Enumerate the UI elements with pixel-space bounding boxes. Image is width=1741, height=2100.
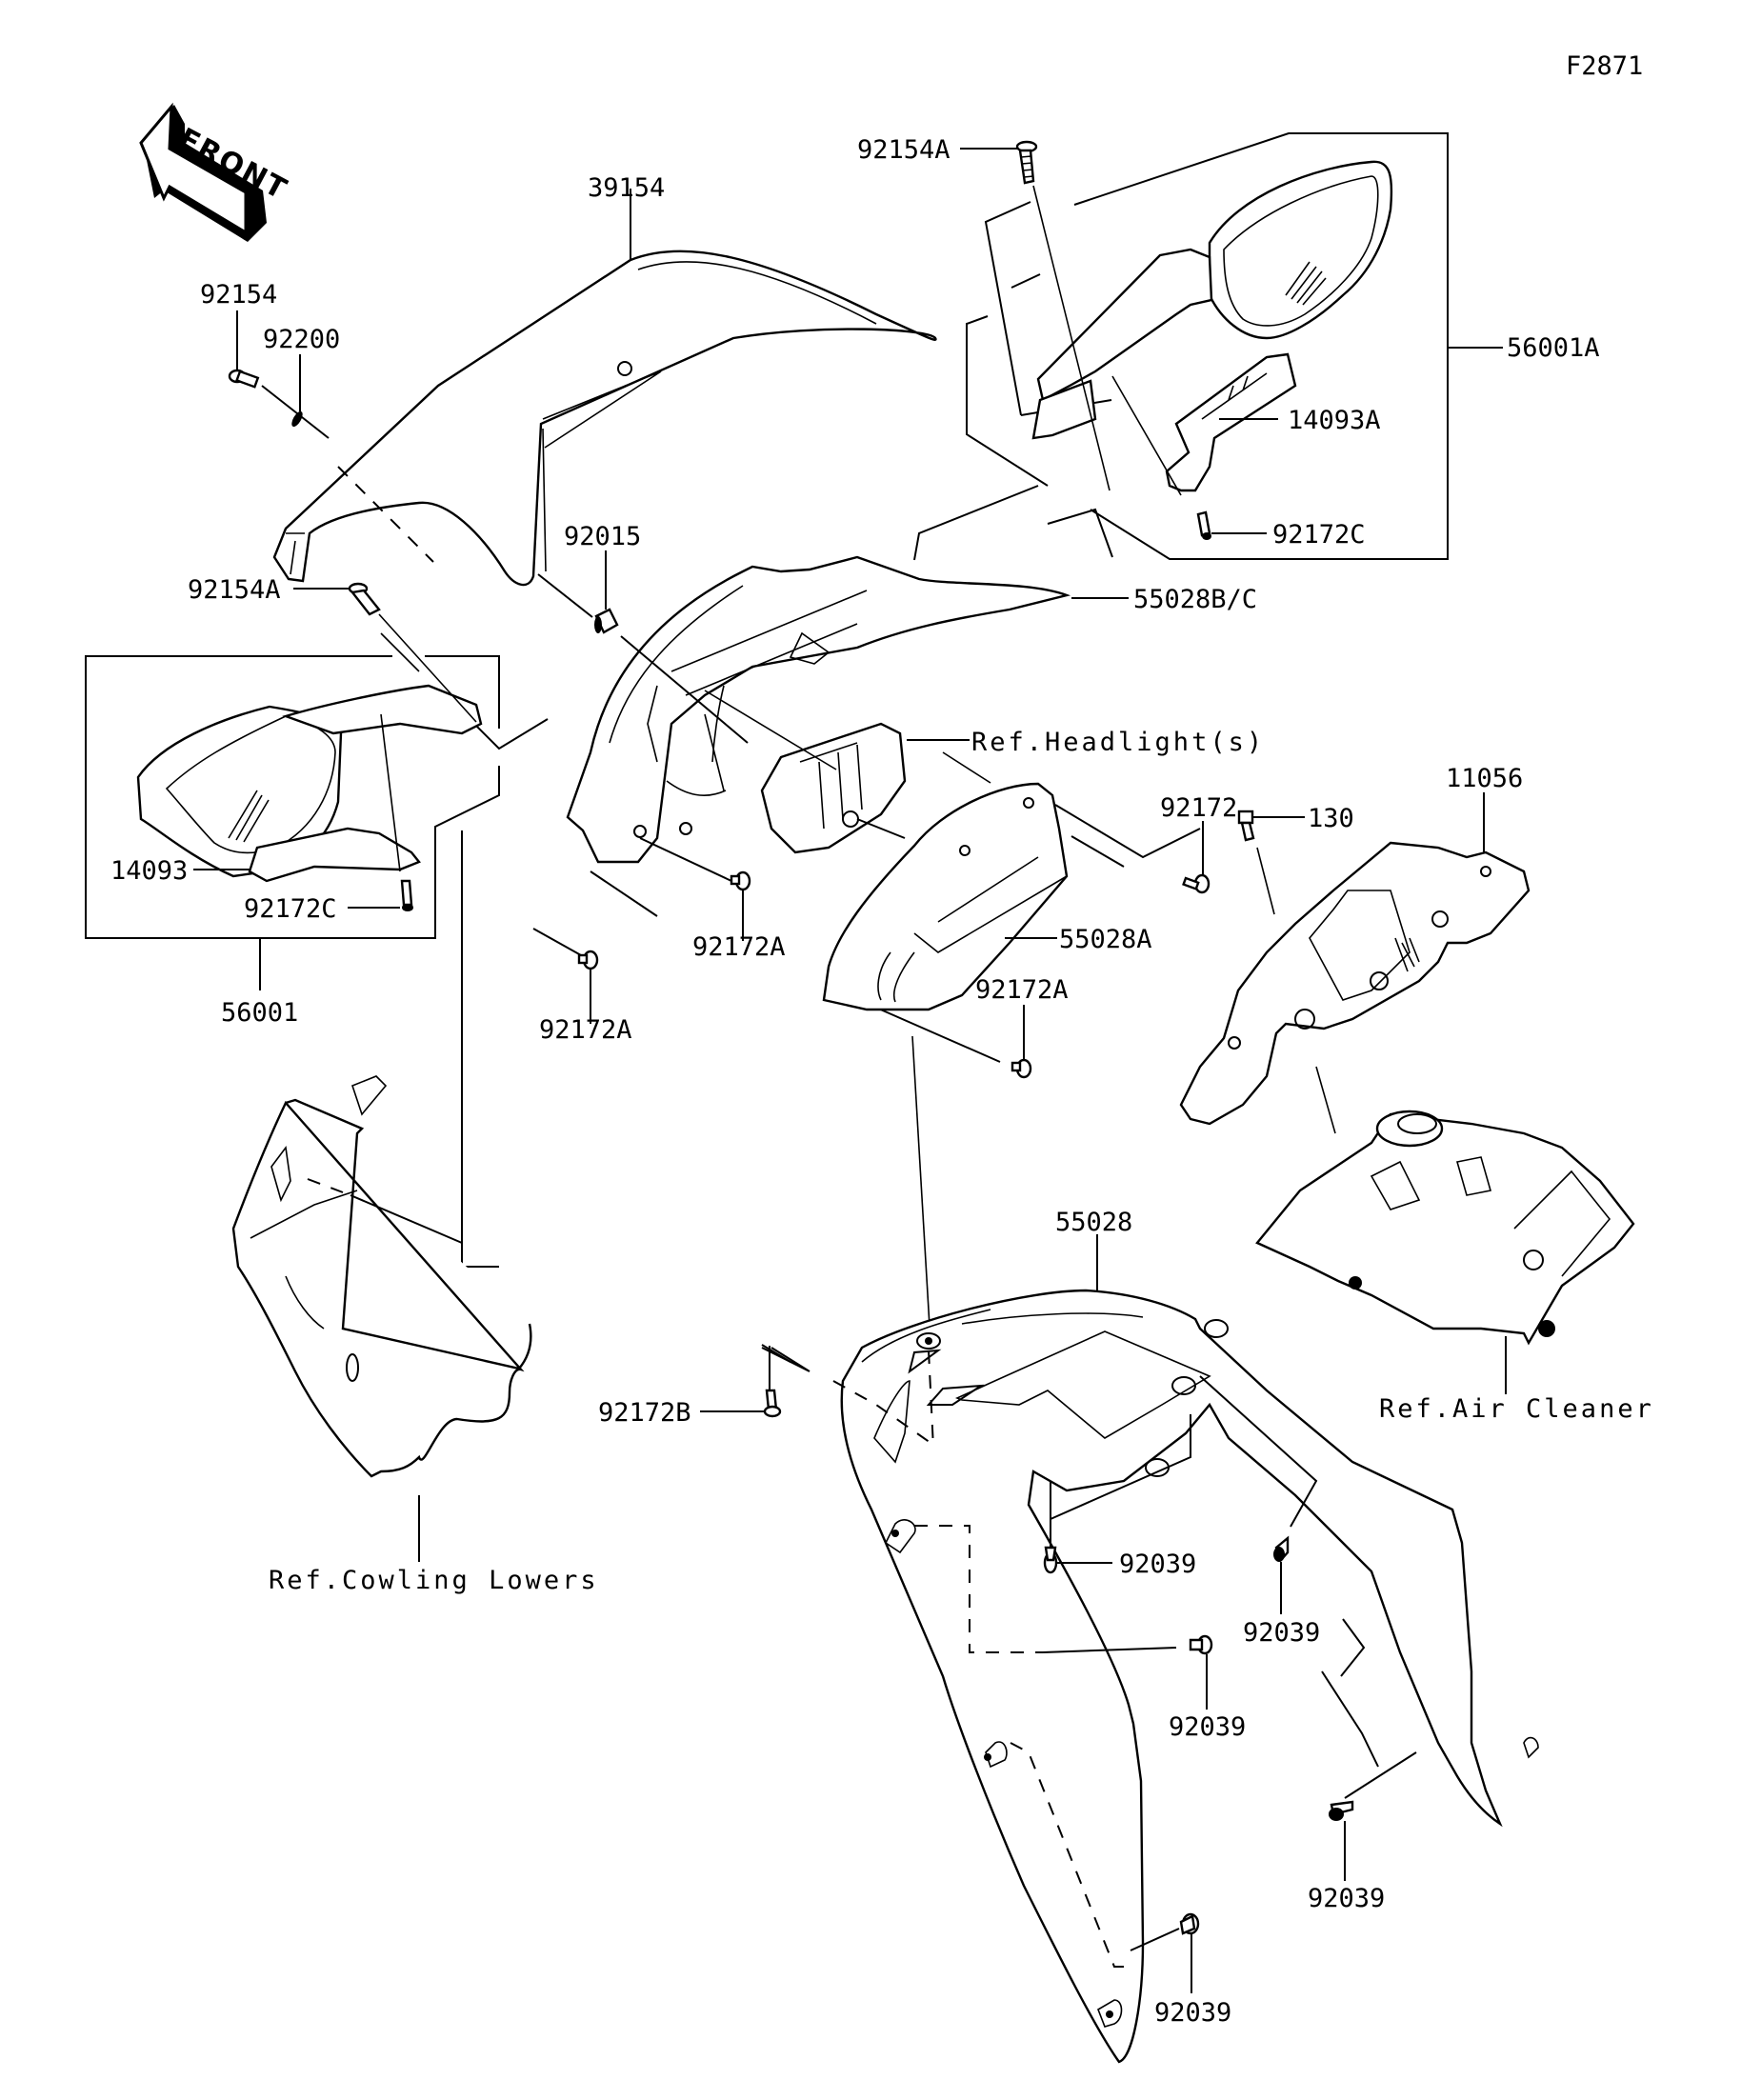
inner-cover-55028A[interactable] bbox=[822, 782, 1069, 1011]
assembly-line bbox=[761, 1344, 791, 1363]
label-130[interactable]: 130 bbox=[1308, 804, 1354, 833]
ref-headlight[interactable]: Ref.Headlight(s) bbox=[971, 728, 1265, 757]
bracket-11056[interactable] bbox=[1179, 841, 1531, 1126]
assembly-line bbox=[1340, 1618, 1366, 1677]
mirror-right[interactable] bbox=[1031, 160, 1393, 440]
bolt-92154A-left[interactable] bbox=[348, 582, 381, 616]
label-92200[interactable]: 92200 bbox=[263, 325, 340, 354]
assembly-line bbox=[942, 751, 991, 784]
screw-92172C-left[interactable] bbox=[400, 879, 413, 911]
assembly-line bbox=[380, 713, 401, 872]
label-11056[interactable]: 11056 bbox=[1446, 764, 1523, 793]
assembly-line bbox=[1054, 804, 1201, 868]
label-39154[interactable]: 39154 bbox=[588, 173, 665, 203]
assembly-line bbox=[639, 837, 732, 882]
headlight-reference bbox=[760, 722, 907, 854]
label-92039-2[interactable]: 92039 bbox=[1243, 1618, 1320, 1648]
assembly-line bbox=[532, 928, 582, 956]
label-92172A-2[interactable]: 92172A bbox=[539, 1015, 632, 1045]
assembly-line bbox=[1047, 508, 1113, 558]
rivet-92039-1[interactable] bbox=[1043, 1546, 1058, 1574]
assembly-line bbox=[378, 613, 477, 723]
upper-cowl-55028BC[interactable] bbox=[566, 555, 1071, 864]
rivet-92039-2[interactable] bbox=[1273, 1535, 1290, 1563]
assembly-line bbox=[1032, 185, 1111, 491]
assembly-line-dashed bbox=[914, 1525, 1043, 1653]
assembly-line bbox=[1042, 1647, 1177, 1653]
bolt-92154[interactable] bbox=[228, 369, 260, 389]
label-92039-3[interactable]: 92039 bbox=[1169, 1712, 1246, 1742]
ref-air-cleaner[interactable]: Ref.Air Cleaner bbox=[1379, 1394, 1654, 1424]
assembly-line bbox=[761, 1347, 810, 1372]
label-56001A[interactable]: 56001A bbox=[1507, 333, 1600, 363]
assembly-line bbox=[704, 690, 837, 770]
screw-92172A-3[interactable] bbox=[1011, 1058, 1032, 1079]
assembly-line bbox=[1130, 1928, 1180, 1951]
assembly-line-dashed bbox=[337, 466, 434, 563]
bolt-130[interactable] bbox=[1237, 810, 1255, 842]
label-92154A-top[interactable]: 92154A bbox=[857, 135, 951, 165]
rivet-92039-4[interactable] bbox=[1329, 1800, 1354, 1821]
label-92039-1[interactable]: 92039 bbox=[1119, 1550, 1196, 1579]
front-arrow-icon: FRONT bbox=[139, 102, 293, 242]
cowling-lowers-reference bbox=[231, 1075, 532, 1478]
bolt-92154A-top[interactable] bbox=[1015, 140, 1038, 185]
assembly-line bbox=[1256, 847, 1275, 915]
assembly-line bbox=[261, 385, 330, 439]
windshield-39154[interactable] bbox=[272, 250, 937, 587]
assembly-line bbox=[380, 632, 420, 672]
label-92172A-1[interactable]: 92172A bbox=[692, 932, 786, 962]
assembly-line bbox=[620, 635, 749, 744]
label-92172A-3[interactable]: 92172A bbox=[975, 975, 1069, 1005]
label-55028[interactable]: 55028 bbox=[1055, 1208, 1132, 1237]
label-14093[interactable]: 14093 bbox=[110, 856, 188, 886]
label-14093A[interactable]: 14093A bbox=[1288, 406, 1381, 435]
screw-92172A-2[interactable] bbox=[577, 950, 599, 970]
rivet-92039-3[interactable] bbox=[1189, 1634, 1213, 1655]
assembly-line bbox=[1315, 1066, 1336, 1134]
label-55028BC[interactable]: 55028B/C bbox=[1133, 585, 1257, 614]
assembly-line-dashed bbox=[928, 1350, 934, 1449]
ref-cowling-lowers[interactable]: Ref.Cowling Lowers bbox=[269, 1566, 599, 1595]
grommet-92015[interactable] bbox=[594, 608, 619, 634]
screw-92172C-right[interactable] bbox=[1196, 510, 1211, 540]
label-92172B[interactable]: 92172B bbox=[598, 1398, 691, 1428]
rivet-92039-5[interactable] bbox=[1179, 1912, 1200, 1935]
assembly-line bbox=[1111, 375, 1182, 496]
label-55028A[interactable]: 55028A bbox=[1059, 925, 1152, 954]
figure-id: F2871 bbox=[1566, 51, 1643, 81]
stay-14093A[interactable] bbox=[1165, 352, 1297, 492]
assembly-line bbox=[1050, 1414, 1191, 1520]
assembly-line bbox=[1344, 1751, 1417, 1799]
screw-92172B[interactable] bbox=[763, 1389, 782, 1418]
label-92039-4[interactable]: 92039 bbox=[1308, 1884, 1385, 1913]
label-92172[interactable]: 92172 bbox=[1160, 793, 1237, 823]
label-92154[interactable]: 92154 bbox=[200, 280, 277, 310]
assembly-line bbox=[590, 870, 658, 917]
mirror-left[interactable] bbox=[136, 684, 483, 883]
screw-92172A-1[interactable] bbox=[730, 870, 751, 891]
label-92172C-left[interactable]: 92172C bbox=[244, 894, 337, 924]
air-cleaner-reference bbox=[1255, 1110, 1635, 1346]
assembly-line bbox=[1321, 1670, 1379, 1768]
assembly-line bbox=[913, 485, 1039, 561]
label-56001: 56001 bbox=[221, 998, 298, 1028]
label-92172C-right[interactable]: 92172C bbox=[1272, 520, 1366, 550]
screw-92172[interactable] bbox=[1182, 873, 1211, 894]
assembly-line bbox=[1199, 1375, 1318, 1528]
label-92039-5[interactable]: 92039 bbox=[1154, 1998, 1231, 2028]
label-92015[interactable]: 92015 bbox=[564, 522, 641, 551]
assembly-line-dashed bbox=[1010, 1742, 1124, 1968]
assembly-line bbox=[537, 573, 593, 618]
label-92154A-left[interactable]: 92154A bbox=[188, 575, 281, 605]
assembly-line bbox=[875, 1007, 1001, 1063]
side-cowl-55028[interactable] bbox=[840, 1289, 1539, 2064]
